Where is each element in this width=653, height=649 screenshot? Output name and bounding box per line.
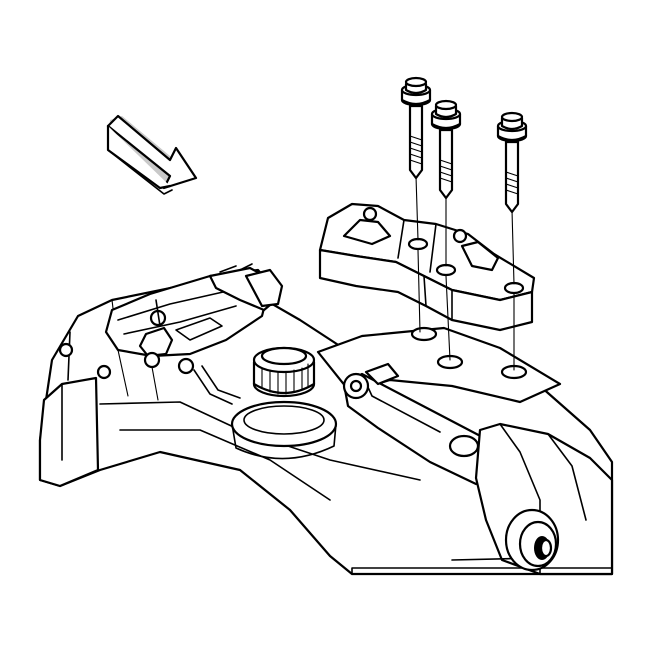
fill-cap xyxy=(252,346,316,398)
right-cover-bolt xyxy=(448,434,480,458)
mount-hole-1 xyxy=(410,326,438,342)
bolt-2 xyxy=(430,99,462,200)
mount-bracket xyxy=(318,202,536,332)
housing-bolt-mid xyxy=(96,364,112,380)
bolt-3 xyxy=(496,111,528,214)
direction-arrow xyxy=(106,114,198,195)
alignment-lines xyxy=(415,175,515,371)
switch-shaft-nut xyxy=(138,326,174,358)
housing-boss xyxy=(230,400,338,448)
bolt-1 xyxy=(400,76,432,180)
range-selector-switch xyxy=(104,263,284,405)
output-shaft-seal xyxy=(504,508,560,572)
housing-bolt-left xyxy=(58,342,74,358)
